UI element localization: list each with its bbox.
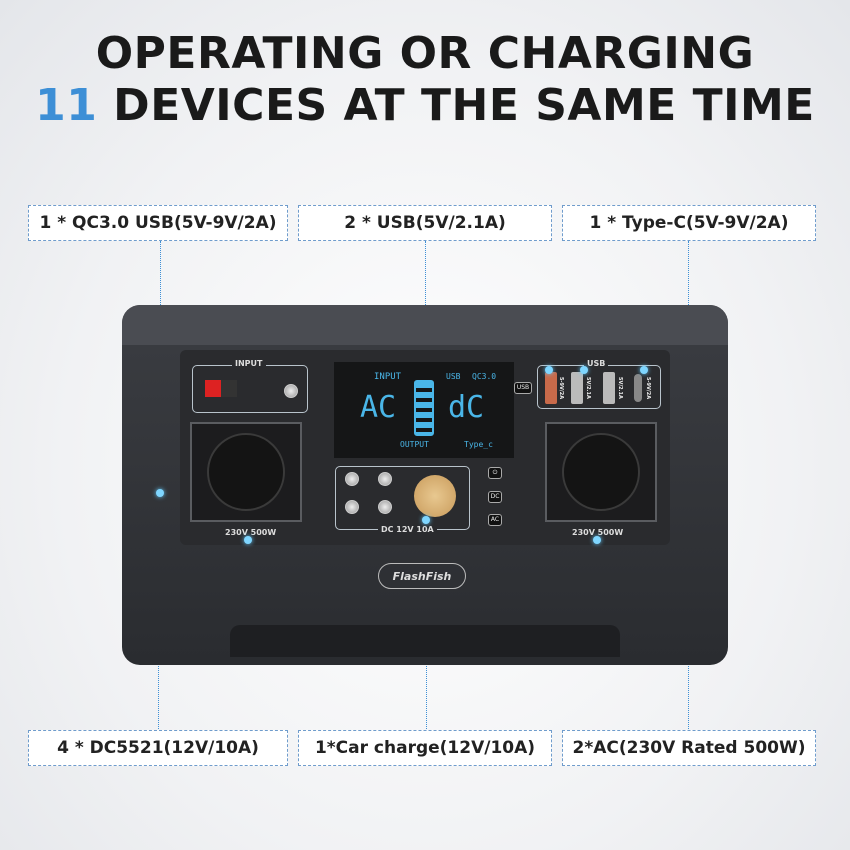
lcd-left-digits: AC xyxy=(360,390,397,425)
ac-socket-left xyxy=(190,422,302,522)
usb-port-rating: 5V/2.1A xyxy=(617,377,623,399)
usb-label: USB xyxy=(584,359,609,368)
power-station-lid xyxy=(122,305,728,345)
car-charger-port xyxy=(414,475,456,517)
usb-port xyxy=(571,372,583,404)
callout-dot xyxy=(640,366,648,374)
ac-button[interactable]: AC xyxy=(488,514,502,526)
power-button[interactable]: ⏻ xyxy=(488,467,502,479)
lcd-input: INPUT xyxy=(374,372,402,382)
lcd-right-digits: dC xyxy=(448,390,485,425)
lcd-output: OUTPUT xyxy=(400,440,429,449)
qc3-usb-rating: 5-9V/2A xyxy=(558,376,564,400)
input-label: INPUT xyxy=(232,359,266,368)
label-car-charge: 1*Car charge(12V/10A) xyxy=(298,730,552,766)
headline-line1: OPERATING OR CHARGING xyxy=(95,28,755,79)
headline-line2: 11 DEVICES AT THE SAME TIME xyxy=(0,80,850,131)
label-usb: 2 * USB(5V/2.1A) xyxy=(298,205,552,241)
lcd-usb: USB xyxy=(446,372,461,381)
usb-button[interactable]: USB xyxy=(514,382,532,394)
label-qc3-usb: 1 * QC3.0 USB(5V-9V/2A) xyxy=(28,205,288,241)
label-dc5521: 4 * DC5521(12V/10A) xyxy=(28,730,288,766)
ac-socket-right xyxy=(545,422,657,522)
label-type-c: 1 * Type-C(5V-9V/2A) xyxy=(562,205,816,241)
label-ac: 2*AC(230V Rated 500W) xyxy=(562,730,816,766)
lcd-type-c: Type_c xyxy=(464,440,493,449)
dc5521-port xyxy=(345,472,359,486)
lcd-display: INPUT USB QC3.0 AC dC OUTPUT Type_c xyxy=(334,362,514,458)
connector-line xyxy=(425,241,426,351)
dc5521-port xyxy=(378,472,392,486)
headline-text: DEVICES AT THE SAME TIME xyxy=(97,80,815,131)
device-count: 11 xyxy=(35,80,98,131)
callout-dot xyxy=(593,536,601,544)
dc-input-port xyxy=(284,384,298,398)
power-station-handle xyxy=(230,625,620,657)
socket-rating-right: 230V 500W xyxy=(572,528,624,537)
dc5521-port xyxy=(345,500,359,514)
brand-logo: FlashFish xyxy=(378,563,466,589)
callout-dot xyxy=(156,489,164,497)
dc-label: DC 12V 10A xyxy=(378,525,437,534)
type-c-port xyxy=(634,374,642,402)
dc-button[interactable]: DC xyxy=(488,491,502,503)
type-c-rating: 5-9V/2A xyxy=(645,376,651,400)
callout-dot xyxy=(545,366,553,374)
dc5521-port xyxy=(378,500,392,514)
anderson-input-port xyxy=(205,380,237,397)
callout-dot xyxy=(244,536,252,544)
usb-port-rating: 5V/2.1A xyxy=(585,377,591,399)
socket-rating-left: 230V 500W xyxy=(225,528,277,537)
lcd-battery-icon xyxy=(414,380,434,436)
lcd-qc: QC3.0 xyxy=(472,372,497,381)
callout-dot xyxy=(580,366,588,374)
callout-dot xyxy=(422,516,430,524)
qc3-usb-port xyxy=(545,372,557,404)
usb-port xyxy=(603,372,615,404)
